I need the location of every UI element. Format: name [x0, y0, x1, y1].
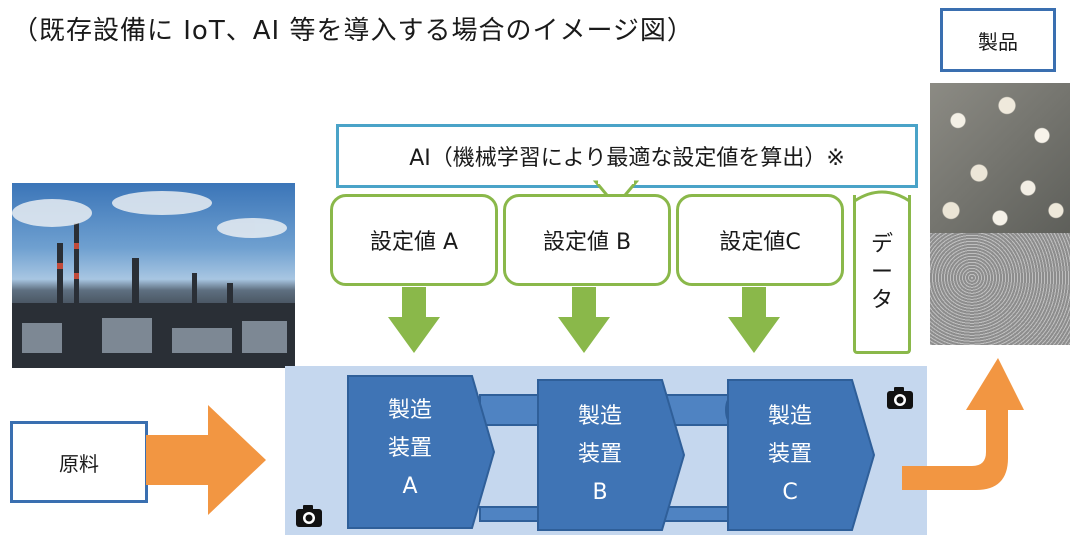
data-box-top-arc [853, 190, 911, 203]
factory-photo [12, 183, 295, 368]
machine-c-label: 製造 装置 C [728, 398, 852, 512]
ai-box: AI（機械学習により最適な設定値を算出）※ [336, 124, 918, 188]
machine-b-label: 製造 装置 B [538, 398, 662, 512]
machine-c-line3: C [782, 480, 798, 505]
setting-box-a: 設定値 A [330, 194, 498, 286]
machine-a-label: 製造 装置 A [348, 392, 472, 506]
factory-skyline [12, 191, 295, 368]
data-char-2: ー [870, 260, 893, 285]
machine-b-line1: 製造 [577, 404, 622, 429]
ai-box-label: AI（機械学習により最適な設定値を算出）※ [409, 146, 845, 171]
green-arrow-b [558, 287, 610, 353]
raw-material-box: 原料 [10, 421, 148, 503]
setting-label-b: 設定値 B [542, 230, 632, 255]
machine-b-line2: 装置 [577, 442, 622, 467]
product-label: 製品 [978, 29, 1018, 54]
orange-input-arrow [146, 405, 266, 515]
setting-label-a: 設定値 A [369, 230, 459, 255]
machine-a-line3: A [402, 474, 418, 499]
product-image-powder [930, 233, 1070, 345]
product-label-box: 製品 [940, 8, 1056, 72]
camera-icon [887, 387, 913, 409]
machine-a-shape [347, 375, 496, 529]
setting-box-b: 設定値 B [503, 194, 671, 286]
raw-material-label: 原料 [59, 451, 99, 476]
machine-c-shape [727, 379, 876, 531]
green-arrow-a [388, 287, 440, 353]
machine-c-line2: 装置 [767, 442, 812, 467]
data-box: デ ー タ [853, 195, 911, 354]
diagram-title: （既存設備に IoT、AI 等を導入する場合のイメージ図） [12, 16, 694, 46]
setting-label-c: 設定値C [719, 230, 801, 255]
machine-b-line3: B [592, 480, 608, 505]
data-char-3: タ [870, 288, 893, 313]
product-image-pellets [930, 83, 1070, 233]
machine-b-shape [537, 379, 686, 531]
camera-icon [296, 505, 322, 527]
setting-box-c: 設定値C [676, 194, 844, 286]
green-arrow-c [728, 287, 780, 353]
machine-a-line2: 装置 [387, 436, 432, 461]
data-char-1: デ [870, 232, 893, 257]
machine-c-line1: 製造 [767, 404, 812, 429]
machine-a-line1: 製造 [387, 398, 432, 423]
orange-output-arrow [902, 358, 1024, 490]
